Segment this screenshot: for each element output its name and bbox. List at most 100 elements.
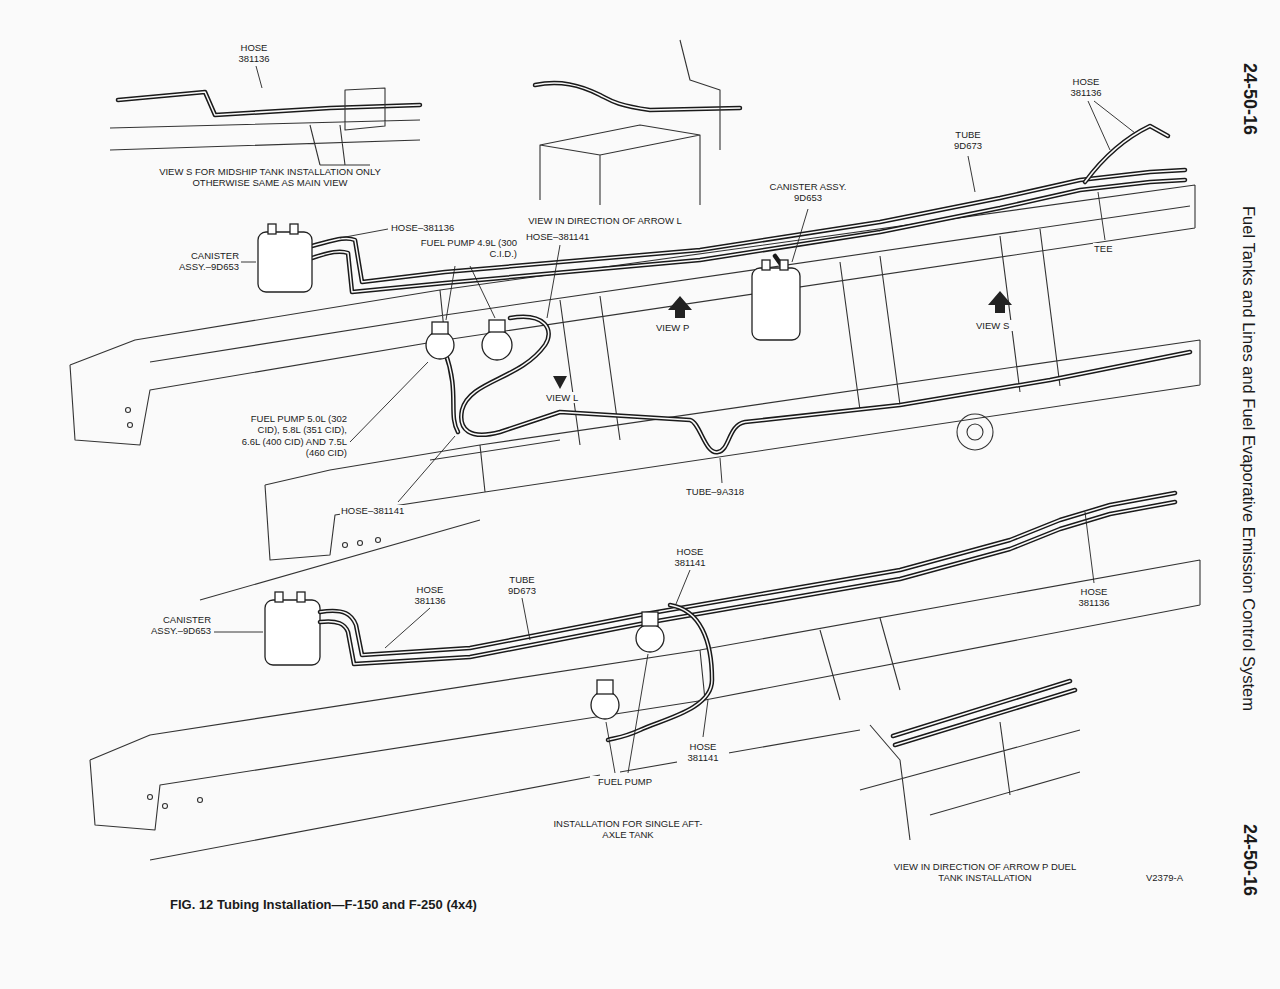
frame-rail <box>70 185 1195 445</box>
fuel-tube <box>312 170 1185 282</box>
part-label: CANISTER ASSY.–9D653 <box>130 614 212 637</box>
leader-line <box>1088 101 1135 150</box>
fuel-tube <box>608 605 712 740</box>
leader-line <box>241 262 256 263</box>
part-label: FUEL PUMP <box>590 776 660 787</box>
leader-line <box>340 229 388 238</box>
page-number: 24-50-16 <box>1238 823 1260 897</box>
leader-line <box>446 266 495 320</box>
inset-view <box>110 40 1080 840</box>
fuel-tube <box>608 605 712 740</box>
view-note: VIEW S FOR MIDSHIP TANK INSTALLATION ONL… <box>150 166 390 189</box>
fuel-pump <box>489 320 505 332</box>
frame-rail <box>90 560 1200 830</box>
part-label: TEE <box>1093 243 1123 254</box>
part-label: CANISTER ASSY.–9D653 <box>158 250 240 273</box>
view-arrow <box>553 291 1012 389</box>
inset-view <box>535 83 740 110</box>
view-note: VIEW IN DIRECTION OF ARROW P DUEL TANK I… <box>890 861 1080 884</box>
leader-line <box>214 632 263 633</box>
canister <box>297 592 305 602</box>
inset-view <box>118 92 420 115</box>
inset-view <box>860 722 1080 840</box>
canister <box>762 260 770 270</box>
canister <box>780 260 788 270</box>
fuel-tube <box>312 180 1185 292</box>
part-label: HOSE 381136 <box>1060 76 1112 99</box>
inset-view <box>110 88 420 165</box>
fuel-tube <box>312 126 1190 452</box>
fuel-tube <box>1085 126 1168 182</box>
fuel-pump <box>432 322 448 334</box>
leader-line <box>522 598 530 640</box>
frame-rail <box>126 408 131 413</box>
frame-rail <box>70 185 1200 600</box>
inset-view <box>893 681 1070 736</box>
page-number: 24-50-16 <box>1238 62 1260 136</box>
fuel-pump <box>591 691 619 719</box>
fuel-tube <box>320 493 1175 740</box>
part-label: HOSE 381141 <box>664 546 716 569</box>
fuel-tube <box>445 352 458 432</box>
part-label: HOSE–381141 <box>525 231 625 242</box>
part-label: HOSE–381136 <box>390 222 480 233</box>
part-label: HOSE 381136 <box>404 584 456 607</box>
section-title: Fuel Tanks and Lines and Fuel Evaporativ… <box>1238 205 1258 712</box>
frame-rail <box>128 423 133 428</box>
inset-view <box>895 690 1075 745</box>
frame-rail <box>358 541 363 546</box>
leader-line <box>1085 512 1094 583</box>
frame-rail <box>957 414 993 450</box>
figure-caption: FIG. 12 Tubing Installation—F-150 and F-… <box>170 897 477 912</box>
part-label: FUEL PUMP 5.0L (302 CID), 5.8L (351 CID)… <box>240 413 348 459</box>
part-label: TUBE–9A318 <box>685 486 775 497</box>
view-arrow <box>553 376 567 389</box>
canister <box>290 224 298 234</box>
frame-rail <box>376 538 381 543</box>
fuel-tube <box>320 493 1175 655</box>
leader-line <box>350 362 428 442</box>
leader-line <box>385 608 430 648</box>
fuel-tube <box>320 493 1175 655</box>
fuel-tube <box>1085 126 1168 182</box>
frame-rail <box>163 804 168 809</box>
leader-line <box>606 654 648 773</box>
part-label: HOSE–381141 <box>340 505 440 516</box>
view-note: INSTALLATION FOR SINGLE AFT-AXLE TANK <box>548 818 708 841</box>
figure-code: V2379-A <box>1145 872 1205 883</box>
inset-view <box>535 83 740 110</box>
canister <box>265 600 320 665</box>
leader-line <box>720 458 722 483</box>
fuel-tube <box>445 352 458 432</box>
inset-view <box>118 92 420 115</box>
leader-line <box>398 436 455 502</box>
canister <box>275 592 283 602</box>
leader-line <box>703 700 708 737</box>
fuel-pump <box>642 612 658 626</box>
leader-line <box>792 209 808 262</box>
inset-view <box>895 690 1075 745</box>
fuel-tube <box>461 317 1190 452</box>
fuel-tube <box>461 317 1190 452</box>
view-label: VIEW S <box>975 320 1025 331</box>
leader-line <box>968 156 975 192</box>
inset-view <box>540 40 720 205</box>
leader-line <box>1098 192 1105 240</box>
fuel-pump <box>426 331 454 359</box>
view-label: VIEW P <box>655 322 705 333</box>
frame-rail <box>198 798 203 803</box>
fuel-tube <box>320 502 1175 664</box>
frame-rail <box>150 618 900 860</box>
fuel-pump <box>426 320 512 360</box>
fuel-pump <box>636 624 664 652</box>
view-arrow <box>668 296 692 318</box>
part-label: TUBE 9D673 <box>496 574 548 597</box>
part-label: HOSE 381136 <box>1068 586 1120 609</box>
fuel-pump <box>482 330 512 360</box>
frame-rail <box>967 424 983 440</box>
frame-rail <box>148 795 153 800</box>
part-label: TUBE 9D673 <box>940 129 996 152</box>
leader-line <box>256 66 262 88</box>
fuel-tube <box>312 170 1185 282</box>
leader-line <box>676 570 690 604</box>
